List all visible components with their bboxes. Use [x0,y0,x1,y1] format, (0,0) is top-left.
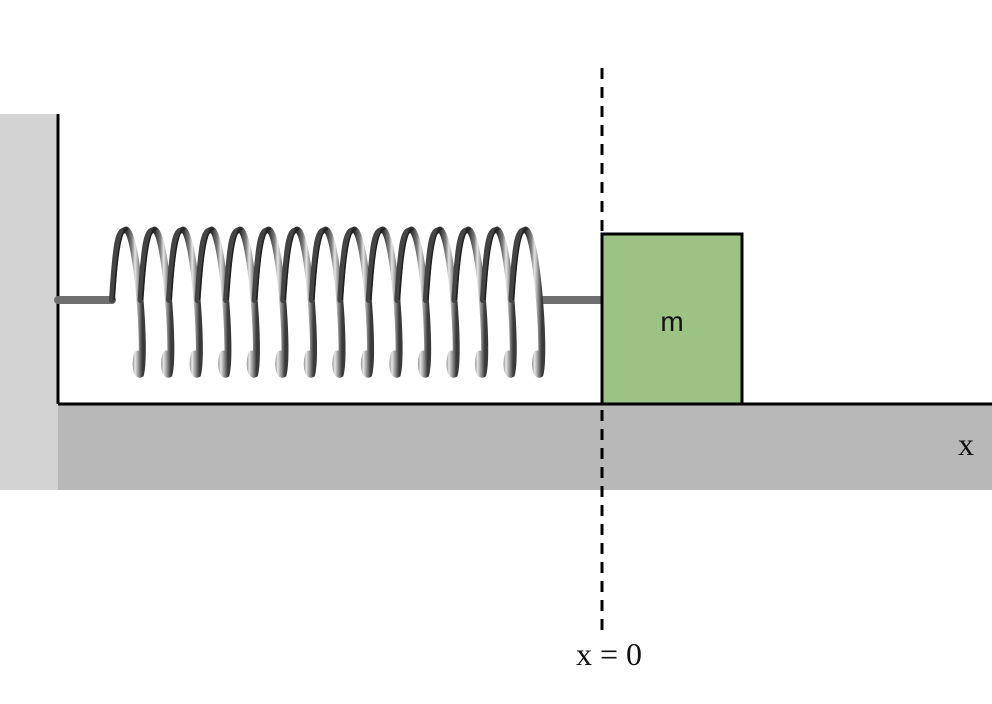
mass-block: m [600,232,744,406]
spring-coil-front [379,226,403,378]
spring-coil-front [465,226,489,378]
spring-coil-outline [227,228,243,301]
spring-coil-front [322,226,346,378]
spring-coil-outline [341,228,357,301]
spring-coils [109,226,546,378]
spring [54,226,606,378]
spring-coil-outline [284,228,300,301]
spring-coil-front [436,226,460,378]
spring-coil-outline [170,228,186,301]
spring-coil-outline [512,228,528,301]
spring-coil-front [522,226,546,378]
spring-coil-front [351,226,375,378]
spring-coil-outline [455,228,471,301]
spring-coil-front [265,226,289,378]
spring-coil-front [236,226,260,378]
equilibrium-label: x = 0 [576,636,642,672]
spring-coil-outline [255,228,272,301]
spring-coil-outline [113,228,129,301]
axis-label: x [958,426,974,462]
mass-rectangle [600,232,744,406]
spring-coil-front [408,226,432,378]
spring-coil-front [179,226,203,378]
spring-coil-outline [484,228,500,301]
spring-coil-front [208,226,232,378]
spring-coil-front [493,226,517,378]
spring-coil-front [293,226,317,378]
spring-coil-front [151,226,175,378]
spring-coil-outline [427,228,443,301]
spring-coil-outline [312,228,329,301]
mass-label: m [660,306,683,337]
floor [58,404,992,490]
wall [0,114,58,490]
spring-coil-outline [198,228,214,301]
spring-coil-front [122,226,146,378]
spring-coil-outline [141,228,157,301]
spring-coil-outline [398,228,414,301]
spring-coil-outline [370,228,386,301]
